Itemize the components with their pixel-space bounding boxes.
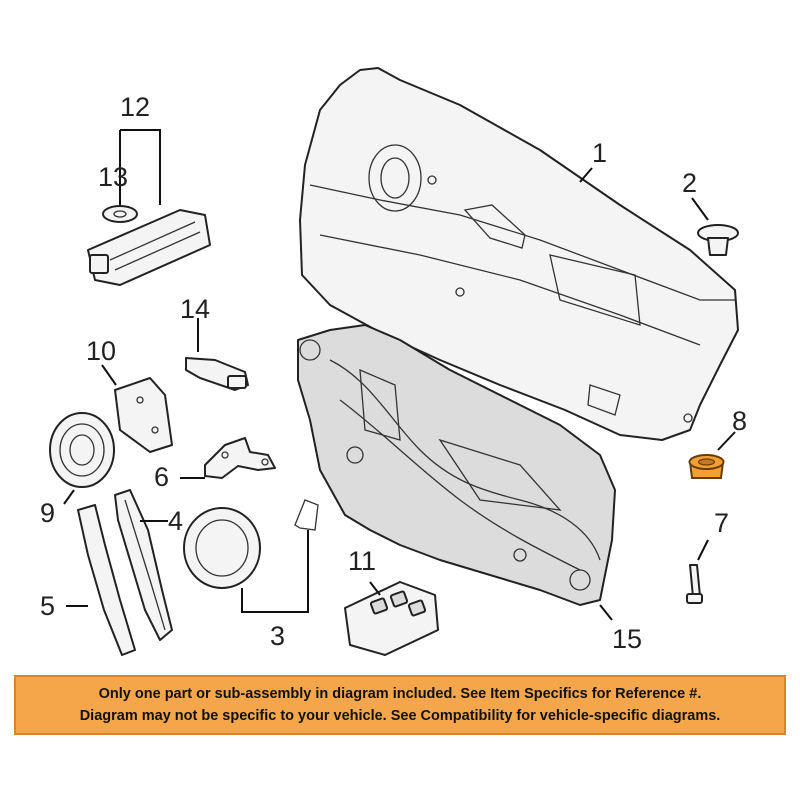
- callout-15: 15: [612, 624, 642, 654]
- callout-12: 12: [120, 92, 150, 122]
- part-10-cover-plate: [114, 377, 173, 453]
- part-7-bolt: [686, 564, 703, 604]
- callout-6: 6: [154, 462, 169, 492]
- part-9-speaker-ring: [49, 412, 115, 488]
- leader-lines: [63, 129, 736, 621]
- callout-7: 7: [714, 508, 729, 538]
- callout-5: 5: [40, 591, 55, 621]
- disclaimer-banner: Only one part or sub-assembly in diagram…: [14, 675, 786, 735]
- callout-2: 2: [682, 168, 697, 198]
- part-11-window-switch: [344, 581, 439, 656]
- disclaimer-line-1: Only one part or sub-assembly in diagram…: [98, 686, 702, 702]
- part-8-grommet-highlighted: [688, 454, 725, 479]
- callout-14: 14: [180, 294, 210, 324]
- part-12-switch-housing: [87, 209, 211, 286]
- part-14-bracket: [185, 357, 249, 391]
- callout-4: 4: [168, 506, 183, 536]
- part-4-trim-strip: [114, 489, 173, 641]
- part-6-mounting-bracket: [204, 437, 276, 479]
- callout-3: 3: [270, 621, 285, 651]
- part-15-door-carrier: [297, 324, 616, 606]
- callout-9: 9: [40, 498, 55, 528]
- callout-13: 13: [98, 162, 128, 192]
- callout-8: 8: [732, 406, 747, 436]
- part-3-speaker: [183, 499, 319, 589]
- part-13-clip: [102, 205, 138, 223]
- part-2-push-clip: [697, 224, 739, 256]
- part-1-door-trim-panel: [299, 67, 739, 441]
- part-5-trim-strip: [77, 504, 136, 656]
- disclaimer-line-2: Diagram may not be specific to your vehi…: [79, 708, 721, 724]
- callout-10: 10: [86, 336, 116, 366]
- callout-11: 11: [348, 546, 376, 576]
- callout-1: 1: [592, 138, 607, 168]
